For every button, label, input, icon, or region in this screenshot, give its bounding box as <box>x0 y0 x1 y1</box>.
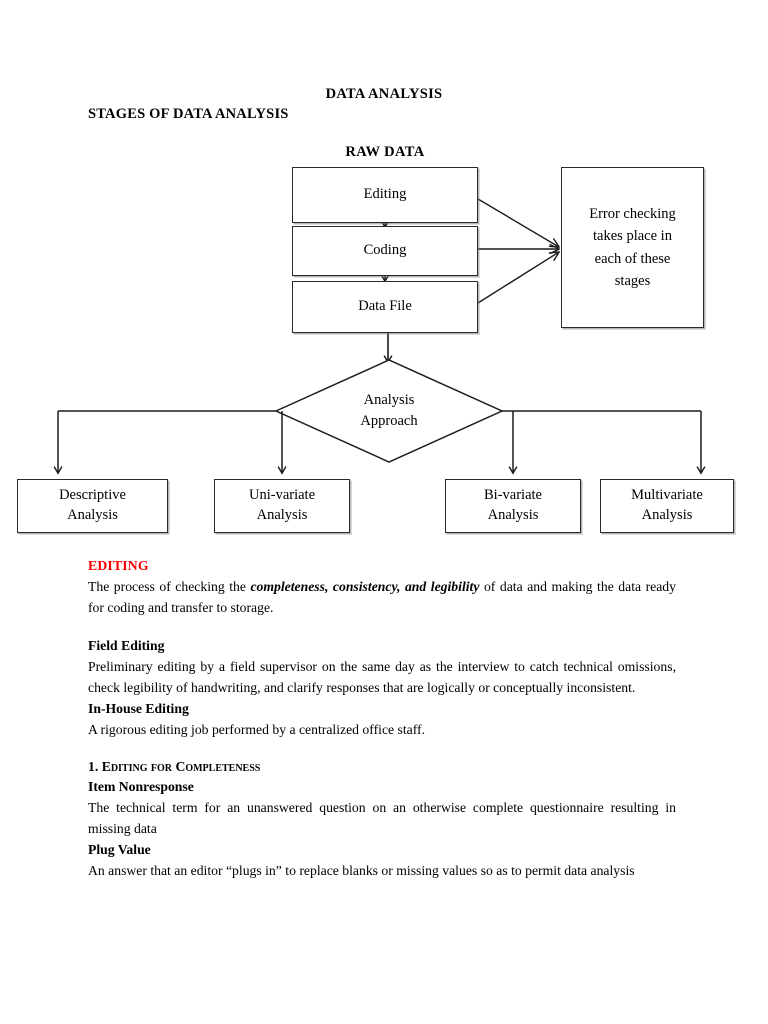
multivariate-line-1: Multivariate <box>631 487 703 504</box>
paragraph-field-editing: Preliminary editing by a field superviso… <box>88 659 676 696</box>
descriptive-line-1: Descriptive <box>59 487 126 504</box>
paragraph-in-house-editing: A rigorous editing job performed by a ce… <box>88 721 426 737</box>
error-box-line-3: each of these <box>594 250 671 267</box>
raw-data-label: RAW DATA <box>345 144 425 160</box>
flow-box-editing: Editing <box>292 167 478 223</box>
flow-box-editing-label: Editing <box>363 186 407 203</box>
bivariate-line-2: Analysis <box>487 507 539 523</box>
heading-editing: EDITING <box>88 558 149 573</box>
body-content: EDITING The process of checking the comp… <box>88 556 676 882</box>
editing-def-post: of data and making the data ready for co… <box>88 578 676 615</box>
heading-in-house-editing: In-House Editing <box>88 700 189 716</box>
flowchart: RAW DATA <box>17 144 734 533</box>
heading-field-editing: Field Editing <box>88 638 165 654</box>
error-box-line-4: stages <box>614 272 651 289</box>
flowchart-connectors <box>0 198 768 560</box>
heading-plug-value: Plug Value <box>88 841 151 857</box>
page-title: DATA ANALYSIS <box>325 86 443 102</box>
flow-decision-analysis-approach: Analysis Approach <box>276 360 502 462</box>
editing-def-emphasis: completeness, consistency, and legibilit… <box>250 578 480 594</box>
spacer <box>88 741 676 757</box>
decision-label-line-1: Analysis <box>363 391 415 408</box>
flow-box-data-file: Data File <box>292 281 478 333</box>
univariate-line-1: Uni-variate <box>248 487 316 504</box>
error-box-line-1: Error checking <box>589 205 676 222</box>
flow-box-descriptive-analysis: Descriptive Analysis <box>17 479 168 533</box>
paragraph-plug-value: An answer that an editor “plugs in” to r… <box>88 862 635 878</box>
flow-box-coding: Coding <box>292 226 478 276</box>
section-heading: STAGES OF DATA ANALYSIS <box>88 106 289 122</box>
heading-editing-for-completeness: 1. Editing for Completeness <box>88 758 261 774</box>
decision-label-line-2: Approach <box>360 413 418 429</box>
paragraph-editing-definition: The process of checking the completeness… <box>88 577 676 619</box>
decision-label: Analysis Approach <box>276 360 502 462</box>
heading-item-nonresponse: Item Nonresponse <box>88 779 194 795</box>
flow-box-univariate-analysis: Uni-variate Analysis <box>214 479 350 533</box>
descriptive-line-2: Analysis <box>67 507 118 523</box>
editing-def-pre: The process of checking the <box>88 578 251 594</box>
univariate-line-2: Analysis <box>256 507 308 523</box>
flow-box-coding-label: Coding <box>363 242 407 259</box>
paragraph-item-nonresponse: The technical term for an unanswered que… <box>88 800 676 837</box>
flow-box-data-file-label: Data File <box>358 298 412 315</box>
bivariate-line-1: Bi-variate <box>484 487 542 504</box>
error-box-line-2: takes place in <box>593 228 672 245</box>
multivariate-line-2: Analysis <box>641 507 693 523</box>
spacer <box>88 618 676 636</box>
flow-box-multivariate-analysis: Multivariate Analysis <box>600 479 734 533</box>
flow-box-error-checking: Error checking takes place in each of th… <box>561 167 704 328</box>
flow-box-bivariate-analysis: Bi-variate Analysis <box>445 479 581 533</box>
